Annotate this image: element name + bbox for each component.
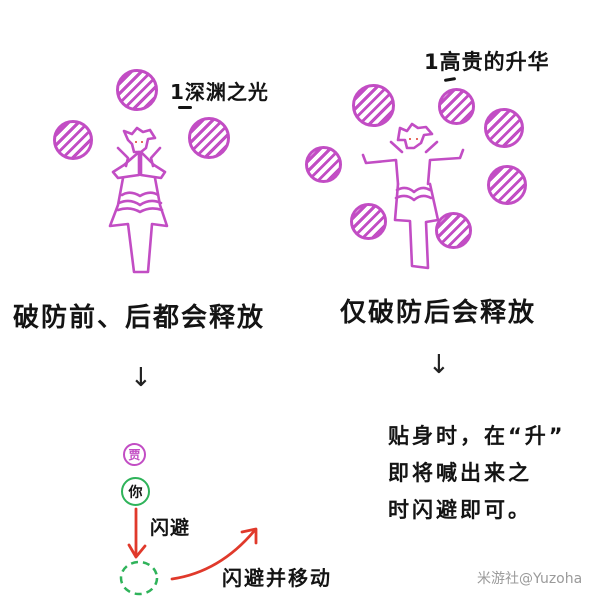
attack-name-label: 1高贵的升华 (424, 50, 550, 74)
watermark: 米游社@Yuzoha (477, 571, 583, 587)
noble-sublimation-orb (350, 203, 387, 240)
dodge-tip-note: 贴身时，在“升” 即将喊出来之 时闪避即可。 (388, 418, 566, 529)
noble-sublimation-orb (352, 84, 395, 127)
noble-sublimation-orb (487, 165, 527, 205)
player-marker: 你 (121, 477, 150, 506)
noble-sublimation-orb (484, 108, 524, 148)
note-line-1: 贴身时，在“升” (388, 424, 566, 448)
dodge-label: 闪避 (150, 517, 191, 539)
noble-sublimation-orb (435, 212, 472, 249)
abyss-light-orb-right (188, 117, 230, 159)
attack-name-label: 1深渊之光 (170, 80, 269, 104)
left-down-arrow-icon: ↓ (130, 363, 152, 393)
note-line-2: 即将喊出来之 (388, 461, 532, 485)
right-down-arrow-icon: ↓ (428, 350, 450, 380)
note-line-3: 时闪避即可。 (388, 498, 532, 522)
abyss-light-orb-left (53, 120, 93, 160)
enemy-marker-label: 贾 (128, 448, 141, 462)
abyss-light-orb-top (116, 69, 158, 111)
dodge-and-move-label: 闪避并移动 (222, 566, 332, 590)
label-underline (178, 106, 192, 109)
player-marker-label: 你 (128, 484, 143, 501)
enemy-marker: 贾 (123, 443, 146, 466)
noble-sublimation-orb (305, 146, 342, 183)
left-caption: 破防前、后都会释放 (13, 303, 266, 333)
noble-sublimation-orb (438, 88, 475, 125)
right-caption: 仅破防后会释放 (340, 298, 537, 328)
